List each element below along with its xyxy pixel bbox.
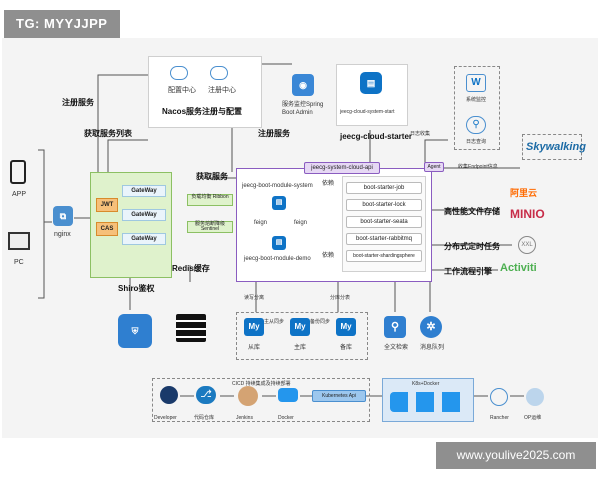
activiti-logo: Activiti bbox=[500, 262, 537, 274]
edge-log-collect: 日志收集 bbox=[410, 131, 431, 137]
starter-icon-label: jeecg-cloud-system-start bbox=[340, 109, 395, 115]
edge-fetch-service: 获取服务 bbox=[196, 172, 228, 181]
client-bracket bbox=[38, 149, 45, 299]
docker-cluster-icon bbox=[390, 392, 466, 412]
slave-label: 从库 bbox=[248, 345, 261, 351]
master-label: 主库 bbox=[294, 345, 307, 351]
developer-icon bbox=[160, 386, 178, 404]
shiro-label: Shiro鉴权 bbox=[118, 284, 155, 293]
system-monitor-icon: W bbox=[466, 74, 486, 92]
boot-admin-icon: ◉ bbox=[292, 74, 314, 96]
cloud-api-title: jeecg-system-cloud-api bbox=[304, 162, 380, 174]
nginx-icon: ⧉ bbox=[53, 206, 73, 226]
module-system-icon: ▤ bbox=[272, 196, 286, 210]
feign-left-label: feign bbox=[254, 220, 268, 226]
developer-label: Developer bbox=[154, 415, 177, 421]
k8s-api-box: Kubernetes Api bbox=[312, 390, 366, 402]
skywalking-logo: Skywalking bbox=[526, 141, 586, 153]
skywalking-box bbox=[522, 134, 582, 160]
git-label: 代码仓库 bbox=[194, 415, 215, 421]
aliyun-logo: 阿里云 bbox=[510, 188, 538, 198]
es-search-icon: ⚲ bbox=[384, 316, 406, 338]
nacos-box bbox=[148, 56, 262, 128]
backup-label: 备库 bbox=[340, 345, 353, 351]
gateway-node-1: GateWay bbox=[122, 185, 166, 197]
jenkins-label: Jenkins bbox=[236, 415, 253, 421]
monitor-box bbox=[454, 66, 500, 150]
starter-icon: ▤ bbox=[360, 72, 382, 94]
rancher-icon bbox=[490, 388, 508, 406]
pc-label: PC bbox=[14, 259, 24, 266]
edge-fetch-list: 获取服务列表 bbox=[84, 129, 132, 138]
starter-seata: boot-starter-seata bbox=[346, 216, 422, 228]
db-box bbox=[236, 312, 368, 360]
register-cloud-icon bbox=[210, 66, 228, 80]
nacos-register-label: 注册中心 bbox=[208, 87, 236, 94]
cicd-box bbox=[152, 378, 370, 422]
xxl-logo: XXL bbox=[518, 236, 536, 254]
es-label: 全文检索 bbox=[384, 345, 409, 351]
workflow-label: 工作流程引擎 bbox=[444, 267, 492, 276]
op-label: OP运维 bbox=[524, 415, 542, 421]
boot-admin-label: 服务监控Spring Boot Admin bbox=[282, 102, 324, 116]
edge-redis: Redis缓存 bbox=[172, 264, 210, 273]
edge-register-right: 注册服务 bbox=[258, 129, 290, 138]
ribbon-box: 负载均衡 Ribbon bbox=[187, 194, 233, 206]
starter-title: jeecg-cloud-starter bbox=[340, 132, 413, 141]
depends-top-label: 依赖 bbox=[322, 181, 335, 187]
phone-icon bbox=[10, 160, 26, 184]
module-demo-label: jeecg-boot-module-demo bbox=[244, 256, 311, 262]
minio-logo: MINIO bbox=[510, 207, 545, 221]
jwt-badge: JWT bbox=[96, 198, 118, 212]
mq-label: 消息队列 bbox=[420, 345, 445, 351]
nacos-title: Nacos服务注册与配置 bbox=[162, 107, 243, 116]
tasks-label: 分布式定时任务 bbox=[444, 242, 500, 251]
cicd-title: CICD 持续集成及持续部署 bbox=[232, 381, 291, 387]
master-db-icon: My bbox=[290, 318, 310, 336]
depends-bottom-label: 依赖 bbox=[322, 253, 335, 259]
edge-register-left: 注册服务 bbox=[62, 98, 94, 107]
docker-icon bbox=[278, 388, 298, 402]
backup-sync-label: 备份同步 bbox=[310, 319, 331, 325]
module-system-label: jeecg-boot-module-system bbox=[242, 183, 313, 189]
shiro-shield-icon: ⛨ bbox=[118, 314, 152, 348]
starter-lock: boot-starter-lock bbox=[346, 199, 422, 211]
sentinel-box: 服务熔断降级 Sentinel bbox=[187, 221, 233, 233]
k8s-docker-label: K8s+Docker bbox=[412, 381, 440, 387]
watermark-bottom: www.youlive2025.com bbox=[436, 442, 596, 469]
agent-badge: Agent bbox=[424, 162, 444, 172]
starter-job: boot-starter-job bbox=[346, 182, 422, 194]
backup-db-icon: My bbox=[336, 318, 356, 336]
storage-label: 高性能文件存储 bbox=[444, 207, 500, 216]
edge-endpoint: 收集Endpoint信息 bbox=[458, 164, 498, 170]
log-query-label: 日志查询 bbox=[466, 139, 487, 145]
config-cloud-icon bbox=[170, 66, 188, 80]
log-query-icon: ⚲ bbox=[466, 116, 486, 134]
redis-icon bbox=[176, 314, 206, 342]
slave-db-icon: My bbox=[244, 318, 264, 336]
watermark-top: TG: MYYJJPP bbox=[4, 10, 120, 38]
rancher-label: Rancher bbox=[490, 415, 509, 421]
edge-read-split-left: 读写分离 bbox=[244, 295, 265, 301]
edge-read-split-right: 分库分表 bbox=[330, 295, 351, 301]
docker-label: Docker bbox=[278, 415, 294, 421]
op-icon bbox=[526, 388, 544, 406]
master-slave-label: 主从同步 bbox=[264, 319, 285, 325]
system-monitor-label: 系统监控 bbox=[466, 97, 487, 103]
module-demo-icon: ▤ bbox=[272, 236, 286, 250]
git-icon: ⎇ bbox=[196, 386, 216, 404]
gateway-node-2: GateWay bbox=[122, 209, 166, 221]
nginx-label: nginx bbox=[54, 231, 71, 238]
nacos-config-label: 配置中心 bbox=[168, 87, 196, 94]
app-label: APP bbox=[12, 191, 27, 198]
mq-icon: ✲ bbox=[420, 316, 442, 338]
pc-icon bbox=[8, 232, 30, 250]
gateway-node-3: GateWay bbox=[122, 233, 166, 245]
cas-badge: CAS bbox=[96, 222, 118, 236]
jenkins-icon bbox=[238, 386, 258, 406]
feign-right-label: feign bbox=[294, 220, 308, 226]
starter-rabbitmq: boot-starter-rabbitmq bbox=[346, 233, 422, 245]
starter-shardingsphere: boot-starter-shardingsphere bbox=[346, 250, 422, 262]
